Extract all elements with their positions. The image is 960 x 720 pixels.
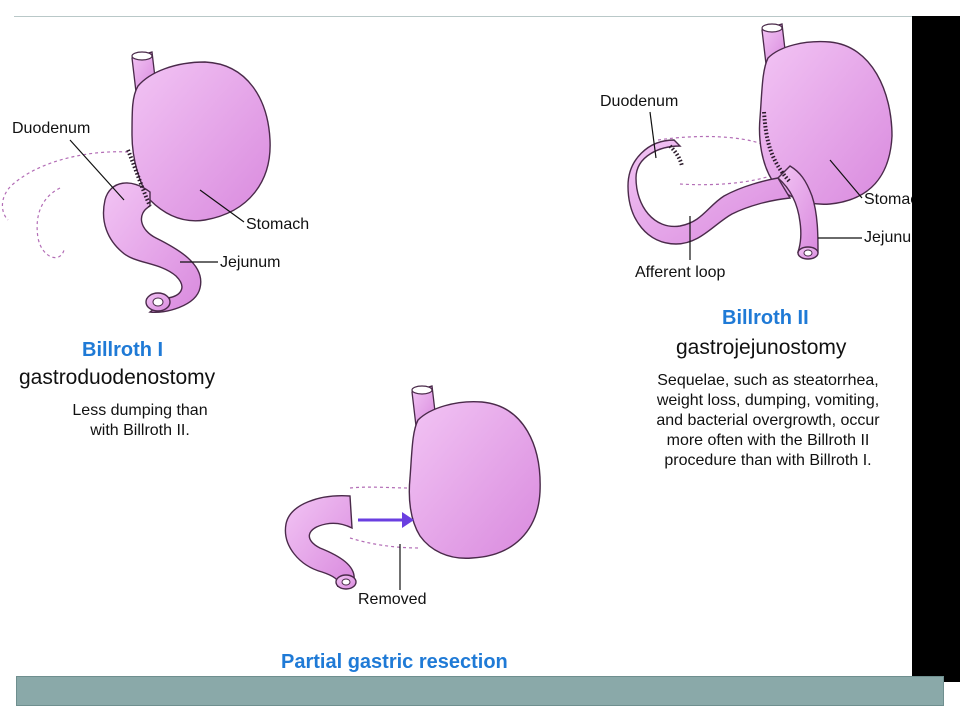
billroth2-note: Sequelae, such as steatorrhea, weight lo… — [626, 371, 910, 471]
billroth2-procedure: gastrojejunostomy — [676, 336, 847, 359]
billroth2-removed-outline — [657, 135, 777, 186]
resection-illustration — [284, 385, 541, 590]
billroth1-note: Less dumping than with Billroth II. — [40, 401, 240, 441]
billroth2-afferent-loop — [627, 139, 792, 245]
resection-label-removed: Removed — [358, 591, 427, 608]
billroth1-label-jejunum: Jejunum — [220, 254, 281, 271]
billroth2-stomach — [758, 40, 893, 205]
billroth1-removed-outline — [1, 151, 129, 259]
billroth2-label-afferent-loop: Afferent loop — [635, 264, 726, 281]
billroth1-note-line2: with Billroth II. — [90, 422, 190, 439]
top-rule — [14, 16, 912, 17]
billroth2-note-line: and bacterial overgrowth, occur — [656, 412, 880, 429]
resection-arrowhead — [402, 512, 414, 528]
billroth2-title: Billroth II — [722, 307, 809, 329]
resection-duodenum — [284, 495, 355, 588]
billroth2-label-stomach: Stomach — [864, 191, 928, 208]
billroth2-note-line: procedure than with Billroth I. — [664, 452, 872, 469]
resection-removed-outline — [349, 486, 421, 549]
billroth2-note-line: more often with the Billroth II — [666, 432, 870, 449]
billroth2-illustration — [627, 23, 893, 260]
billroth1-procedure: gastroduodenostomy — [19, 366, 216, 389]
billroth2-esophagus-opening — [761, 23, 783, 33]
billroth1-note-line1: Less dumping than — [72, 402, 208, 419]
bottom-bar — [16, 676, 944, 706]
resection-title: Partial gastric resection — [281, 651, 508, 673]
billroth2-note-line: Sequelae, such as steatorrhea, — [657, 372, 879, 389]
billroth2-suture-line — [668, 111, 792, 184]
billroth1-title: Billroth I — [82, 339, 164, 361]
resection-stomach — [408, 400, 541, 559]
billroth1-esophagus-opening — [131, 51, 153, 61]
billroth1-illustration — [1, 51, 271, 313]
billroth2-note-line: weight loss, dumping, vomiting, — [656, 392, 880, 409]
billroth2-label-duodenum: Duodenum — [600, 93, 679, 110]
right-black-bar — [912, 16, 960, 682]
billroth1-duodenum-jejunum — [102, 182, 202, 313]
billroth1-label-stomach: Stomach — [246, 216, 310, 233]
billroth2-label-jejunum: Jejunum — [864, 229, 925, 246]
billroth1-label-duodenum: Duodenum — [12, 120, 91, 137]
billroth1-stomach — [131, 61, 271, 222]
resection-esophagus-opening — [411, 385, 433, 395]
